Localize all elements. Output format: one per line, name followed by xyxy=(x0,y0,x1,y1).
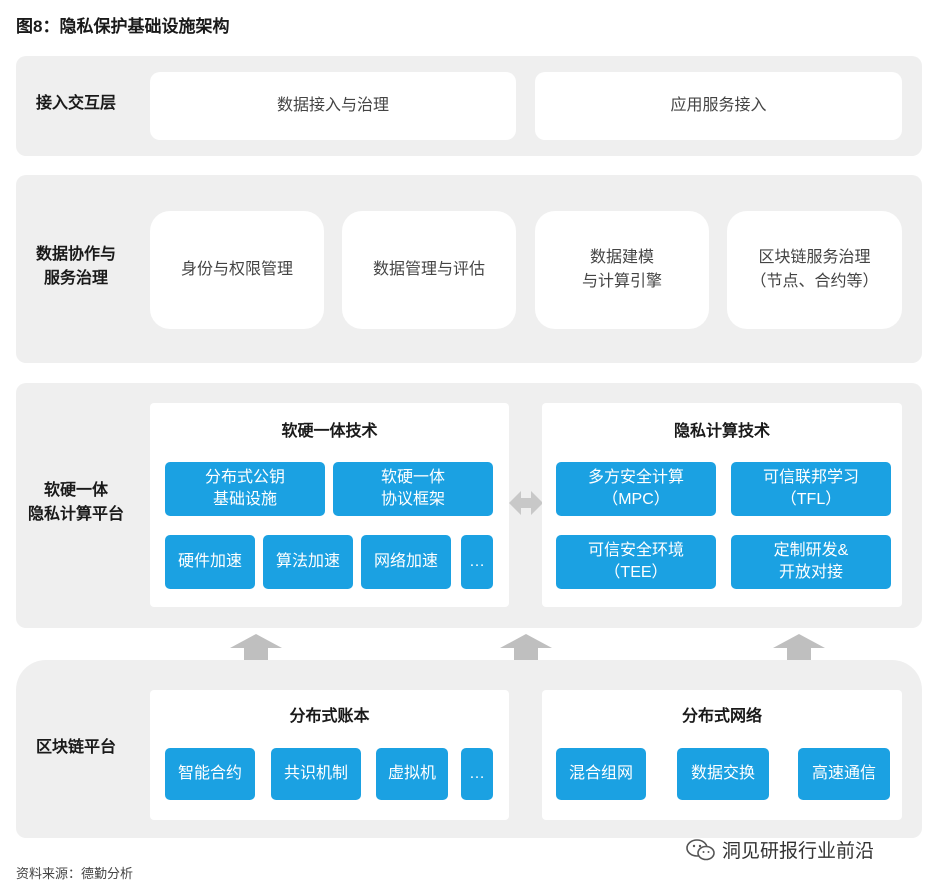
bidirectional-arrow-icon xyxy=(509,491,543,515)
ledger-panel-title: 分布式账本 xyxy=(289,708,370,725)
modeling-engine-box: 数据建模 与计算引擎 xyxy=(535,211,709,329)
data-exchange-box: 数据交换 xyxy=(677,748,769,800)
network-panel-title: 分布式网络 xyxy=(681,708,762,725)
pki-box: 分布式公钥 基础设施 xyxy=(165,462,325,516)
watermark-text: 洞见研报行业前沿 xyxy=(722,841,875,862)
consensus-box: 共识机制 xyxy=(271,748,361,800)
more-box: … xyxy=(461,748,493,800)
ledger-panel: 分布式账本 智能合约 共识机制 虚拟机 … xyxy=(150,690,509,820)
tfl-box: 可信联邦学习 （TFL） xyxy=(731,462,891,516)
network-accel-box: 网络加速 xyxy=(361,535,451,589)
watermark: 洞见研报行业前沿 xyxy=(686,836,874,863)
up-arrow-icon xyxy=(773,634,825,660)
custom-dev-box: 定制研发& 开放对接 xyxy=(731,535,891,589)
network-panel: 分布式网络 混合组网 数据交换 高速通信 xyxy=(542,690,902,820)
identity-permission-box: 身份与权限管理 xyxy=(150,211,324,329)
source-note: 资料来源：德勤分析 xyxy=(16,866,134,881)
tee-box: 可信安全环境 （TEE） xyxy=(556,535,716,589)
hw-sw-panel-title: 软硬一体技术 xyxy=(281,423,378,440)
more-box: … xyxy=(461,535,493,589)
platform-layer: 软硬一体 隐私计算平台 软硬一体技术 分布式公钥 基础设施 软硬一体 协议框架 … xyxy=(16,383,922,628)
figure-title: 图8：隐私保护基础设施架构 xyxy=(16,17,230,36)
blockchain-governance-box: 区块链服务治理 （节点、合约等） xyxy=(727,211,902,329)
up-arrow-icon xyxy=(230,634,282,660)
privacy-tech-panel-title: 隐私计算技术 xyxy=(673,423,770,440)
collab-layer: 数据协作与 服务治理 身份与权限管理 数据管理与评估 数据建模 与计算引擎 区块… xyxy=(16,175,922,363)
hybrid-network-box: 混合组网 xyxy=(556,748,646,800)
virtual-machine-box: 虚拟机 xyxy=(376,748,448,800)
blockchain-layer: 区块链平台 分布式账本 智能合约 共识机制 虚拟机 … 分布式网络 混合组网 数… xyxy=(16,660,922,838)
access-layer-label: 接入交互层 xyxy=(35,95,116,112)
privacy-tech-panel: 隐私计算技术 多方安全计算 （MPC） 可信联邦学习 （TFL） 可信安全环境 … xyxy=(542,403,902,607)
collab-layer-label: 数据协作与 服务治理 xyxy=(35,246,116,287)
algorithm-accel-box: 算法加速 xyxy=(263,535,353,589)
access-layer: 接入交互层 数据接入与治理 应用服务接入 xyxy=(16,56,922,156)
data-management-box: 数据管理与评估 xyxy=(342,211,516,329)
blockchain-layer-label: 区块链平台 xyxy=(35,739,116,756)
up-arrow-icon xyxy=(500,634,552,660)
smart-contract-box: 智能合约 xyxy=(165,748,255,800)
data-access-governance-box: 数据接入与治理 xyxy=(150,72,516,140)
wechat-icon xyxy=(686,838,715,860)
high-speed-comm-box: 高速通信 xyxy=(798,748,890,800)
mpc-box: 多方安全计算 （MPC） xyxy=(556,462,716,516)
hardware-accel-box: 硬件加速 xyxy=(165,535,255,589)
platform-layer-label: 软硬一体 隐私计算平台 xyxy=(27,482,124,523)
hw-sw-panel: 软硬一体技术 分布式公钥 基础设施 软硬一体 协议框架 硬件加速 算法加速 网络… xyxy=(150,403,509,607)
protocol-framework-box: 软硬一体 协议框架 xyxy=(333,462,493,516)
app-service-access-box: 应用服务接入 xyxy=(535,72,902,140)
